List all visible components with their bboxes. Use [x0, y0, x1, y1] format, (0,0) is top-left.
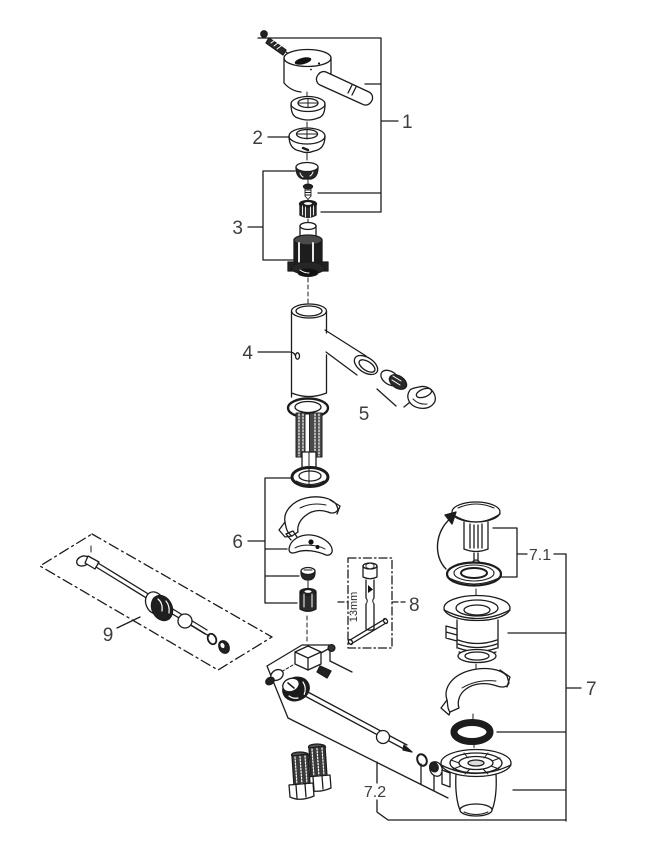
callout-bracket-6 — [247, 477, 300, 604]
knurled-nut — [282, 676, 310, 702]
callout-box-8 — [337, 557, 406, 649]
callout-6: 6 — [232, 532, 243, 553]
hex-sleeve-nut — [299, 587, 317, 612]
callout-bracket-7 — [496, 553, 582, 822]
callout-8: 8 — [409, 595, 420, 616]
socket-tool — [347, 562, 389, 646]
callout-bracket-3 — [247, 170, 296, 261]
callout-labels: 1 2 3 4 5 6 7 7.1 7.2 8 9 13mm — [103, 112, 597, 801]
braided-hoses — [295, 412, 323, 487]
dome-cap — [295, 161, 319, 185]
faucet-body — [290, 303, 379, 398]
callout-9: 9 — [103, 625, 114, 646]
drain-plug — [451, 501, 501, 569]
handle-adapter — [298, 199, 318, 224]
retaining-ring-part2 — [288, 127, 326, 161]
callout-4: 4 — [242, 343, 253, 364]
rod-clamp-block — [280, 643, 336, 679]
mounting-wedge — [278, 496, 341, 538]
callout-7: 7 — [586, 679, 597, 700]
drain-o-ring — [450, 719, 494, 745]
drain-body — [443, 594, 511, 664]
dome-nut — [300, 566, 316, 589]
callout-1: 1 — [402, 112, 413, 133]
rotation-arrow — [436, 511, 457, 570]
cartridge — [287, 221, 329, 278]
base-gasket — [290, 466, 330, 488]
callout-3: 3 — [232, 218, 243, 239]
callout-bracket-4 — [257, 351, 296, 356]
lever-handle — [283, 48, 374, 106]
callout-7-2: 7.2 — [364, 784, 386, 801]
tool-size-label: 13mm — [348, 592, 360, 623]
spout-bracket-clip — [407, 385, 436, 409]
small-fixing-screw — [302, 183, 314, 203]
drain-cup — [440, 748, 512, 817]
rod-kit-9 — [76, 545, 230, 654]
callout-2: 2 — [252, 128, 263, 149]
callout-parallelogram-9 — [39, 533, 273, 671]
plug-seal-ring — [445, 561, 503, 587]
escutcheon-sleeve — [290, 95, 326, 128]
callout-5: 5 — [359, 404, 370, 425]
callout-bracket-7-2 — [266, 644, 567, 821]
callout-bracket-1 — [257, 37, 399, 213]
drain-wedge — [440, 667, 511, 716]
callout-7-1: 7.1 — [529, 547, 551, 564]
supply-hoses — [288, 743, 332, 800]
callout-bracket-7-1 — [492, 527, 567, 578]
rod-cap-fitting — [265, 668, 284, 686]
crescent-washer — [285, 530, 333, 556]
aerator-mousseur — [380, 369, 408, 390]
